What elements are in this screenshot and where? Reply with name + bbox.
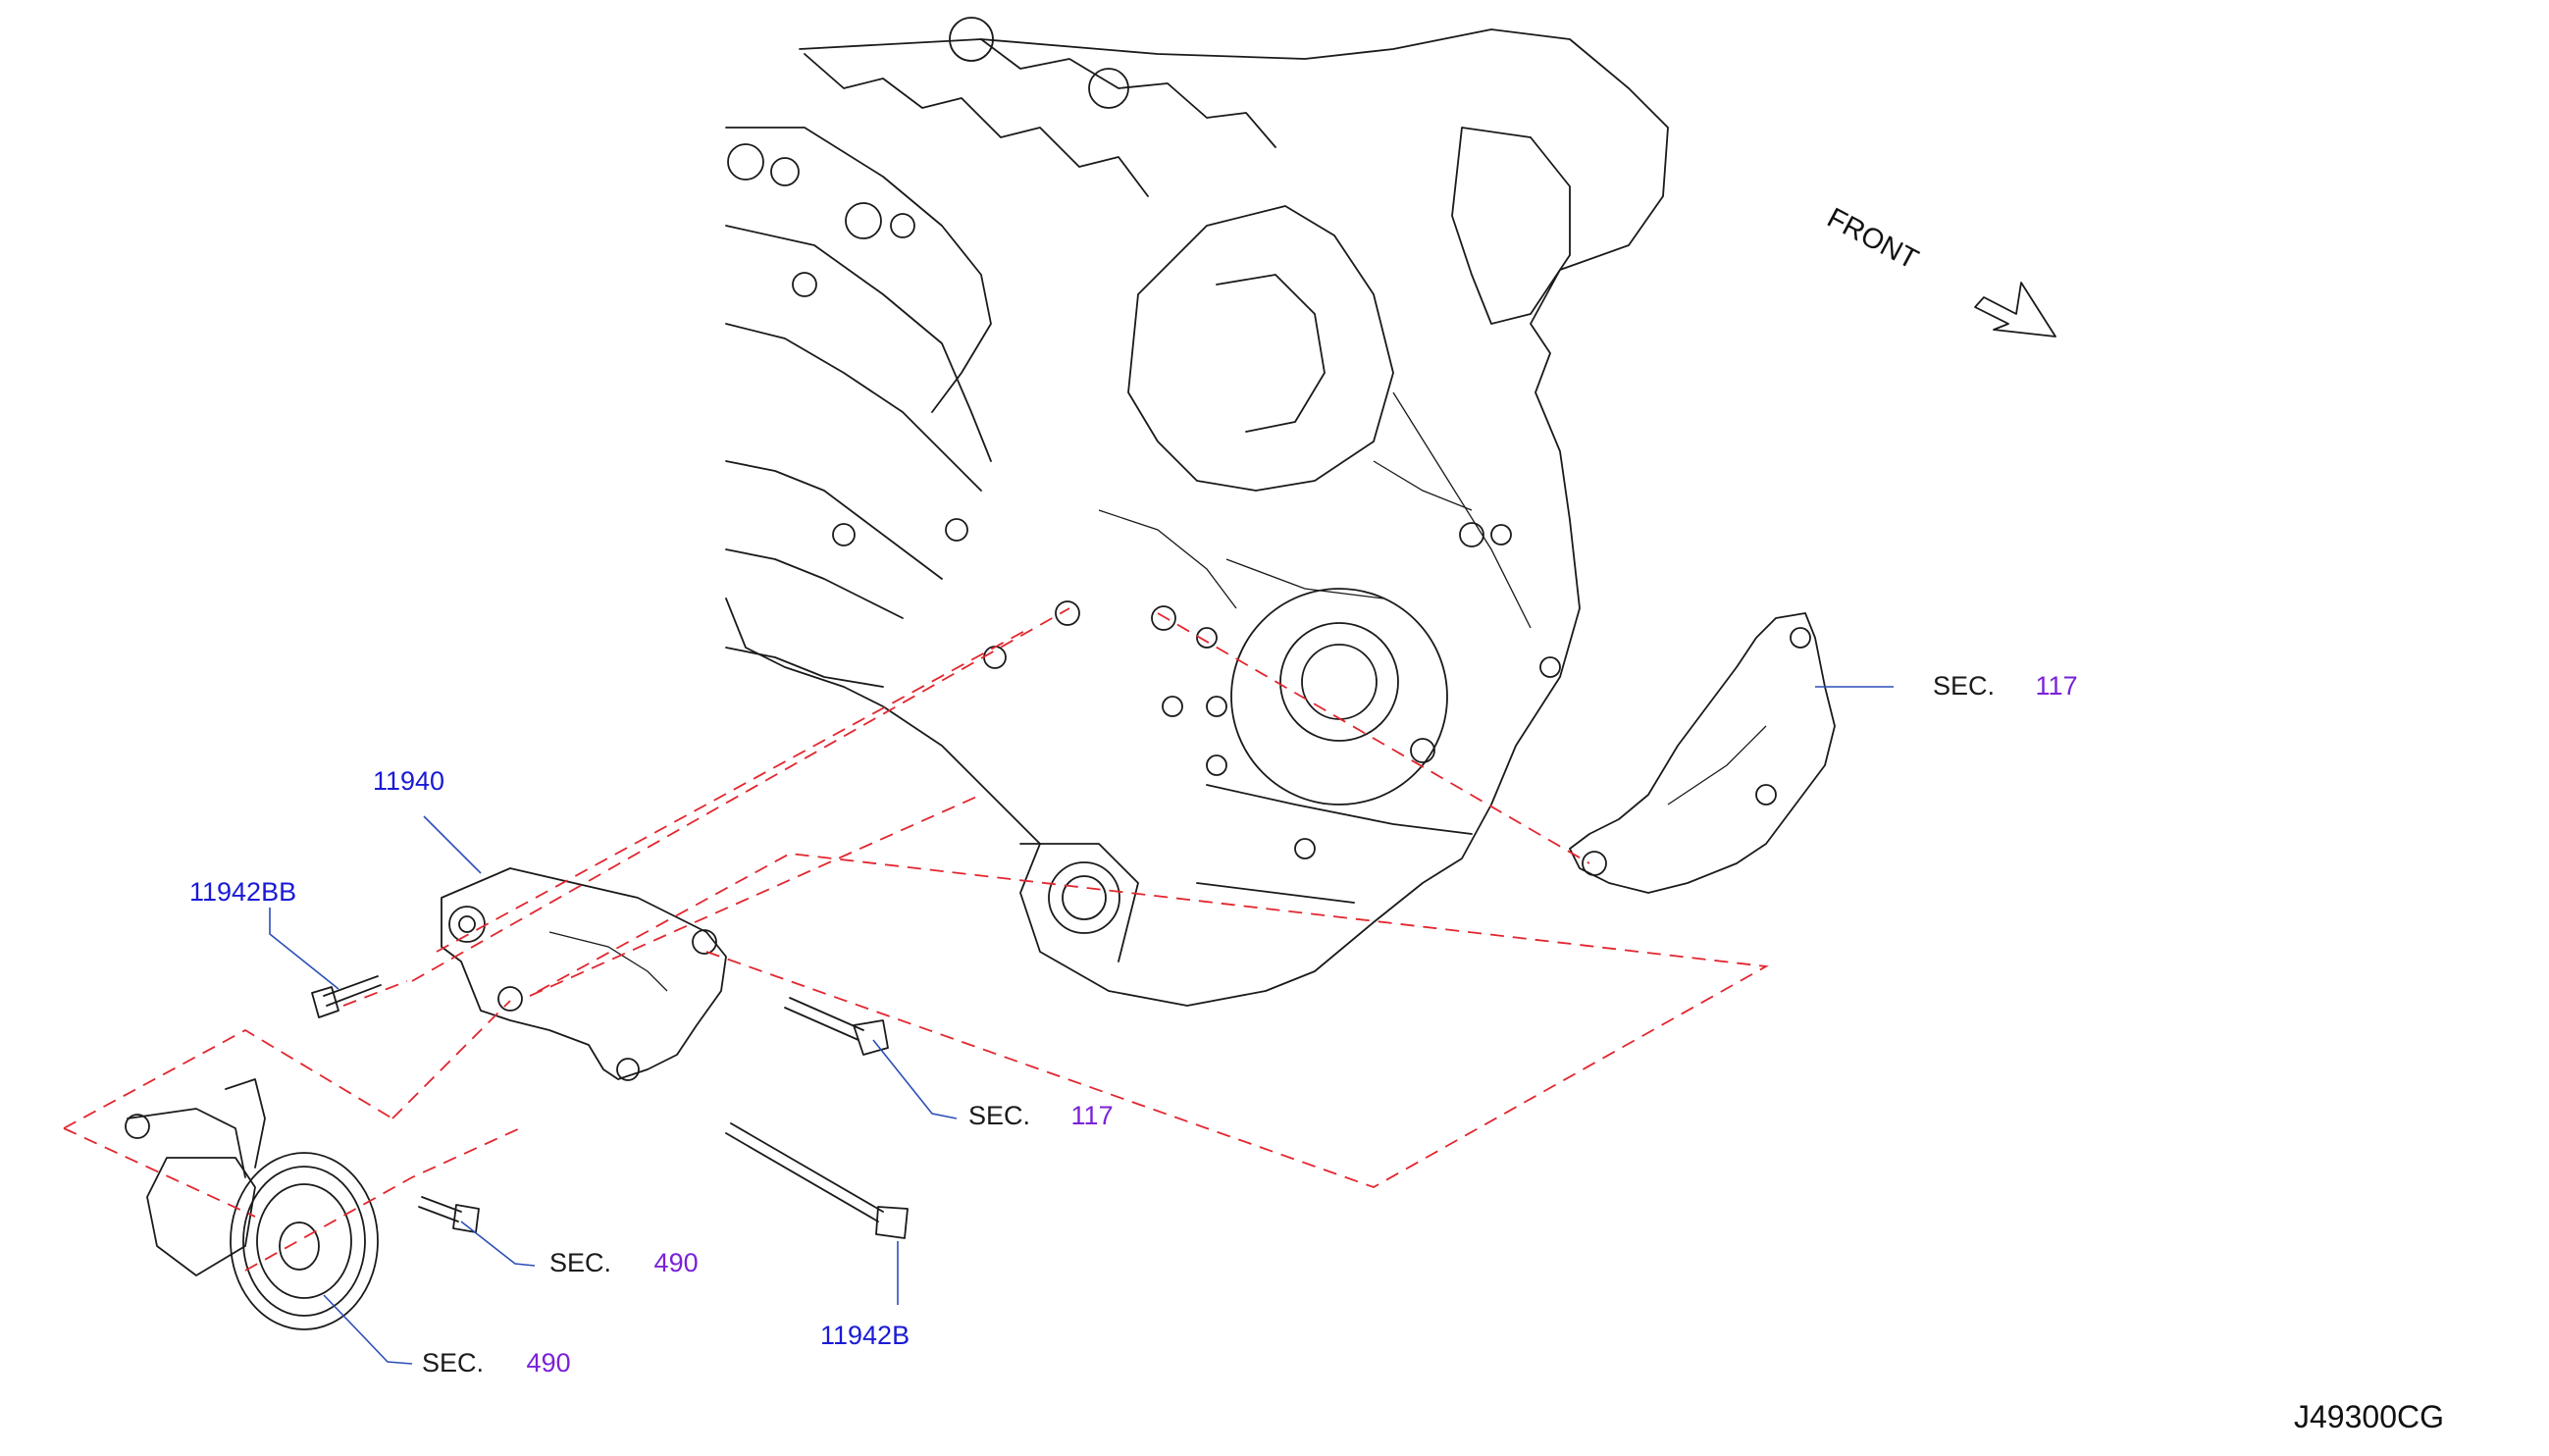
- sec-number: 490: [653, 1248, 699, 1277]
- bracket-11940-drawing: [441, 867, 727, 1081]
- sec-prefix: SEC.: [968, 1101, 1031, 1130]
- leader-lines: [269, 686, 1894, 1365]
- sec-prefix: SEC.: [1933, 671, 1996, 701]
- sec-prefix: SEC.: [549, 1248, 612, 1277]
- callout-sec-117-bolt[interactable]: SEC. 117: [968, 1103, 1114, 1129]
- sec-number: 117: [1070, 1101, 1114, 1130]
- bolts-drawing: [311, 975, 909, 1239]
- front-direction-arrow: [1974, 282, 2056, 338]
- sec-number: 117: [2035, 671, 2078, 701]
- dashed-alignment-guides: [63, 607, 1769, 1272]
- callout-11942bb[interactable]: 11942BB: [189, 877, 297, 907]
- callout-sec-117-right[interactable]: SEC. 117: [1933, 673, 2078, 700]
- diagram-code: J49300CG: [2294, 1399, 2444, 1434]
- sec-prefix: SEC.: [422, 1348, 485, 1378]
- power-steering-pump-drawing: [125, 1078, 379, 1330]
- callout-11942b[interactable]: 11942B: [820, 1321, 910, 1350]
- engine-block-drawing: [725, 17, 1669, 1007]
- callout-11940[interactable]: 11940: [373, 766, 445, 796]
- sec-number: 490: [526, 1348, 571, 1378]
- right-mount-bracket-drawing: [1569, 612, 1836, 894]
- callout-sec-490-pump[interactable]: SEC. 490: [422, 1350, 571, 1377]
- callout-sec-490-bolt[interactable]: SEC. 490: [549, 1250, 699, 1276]
